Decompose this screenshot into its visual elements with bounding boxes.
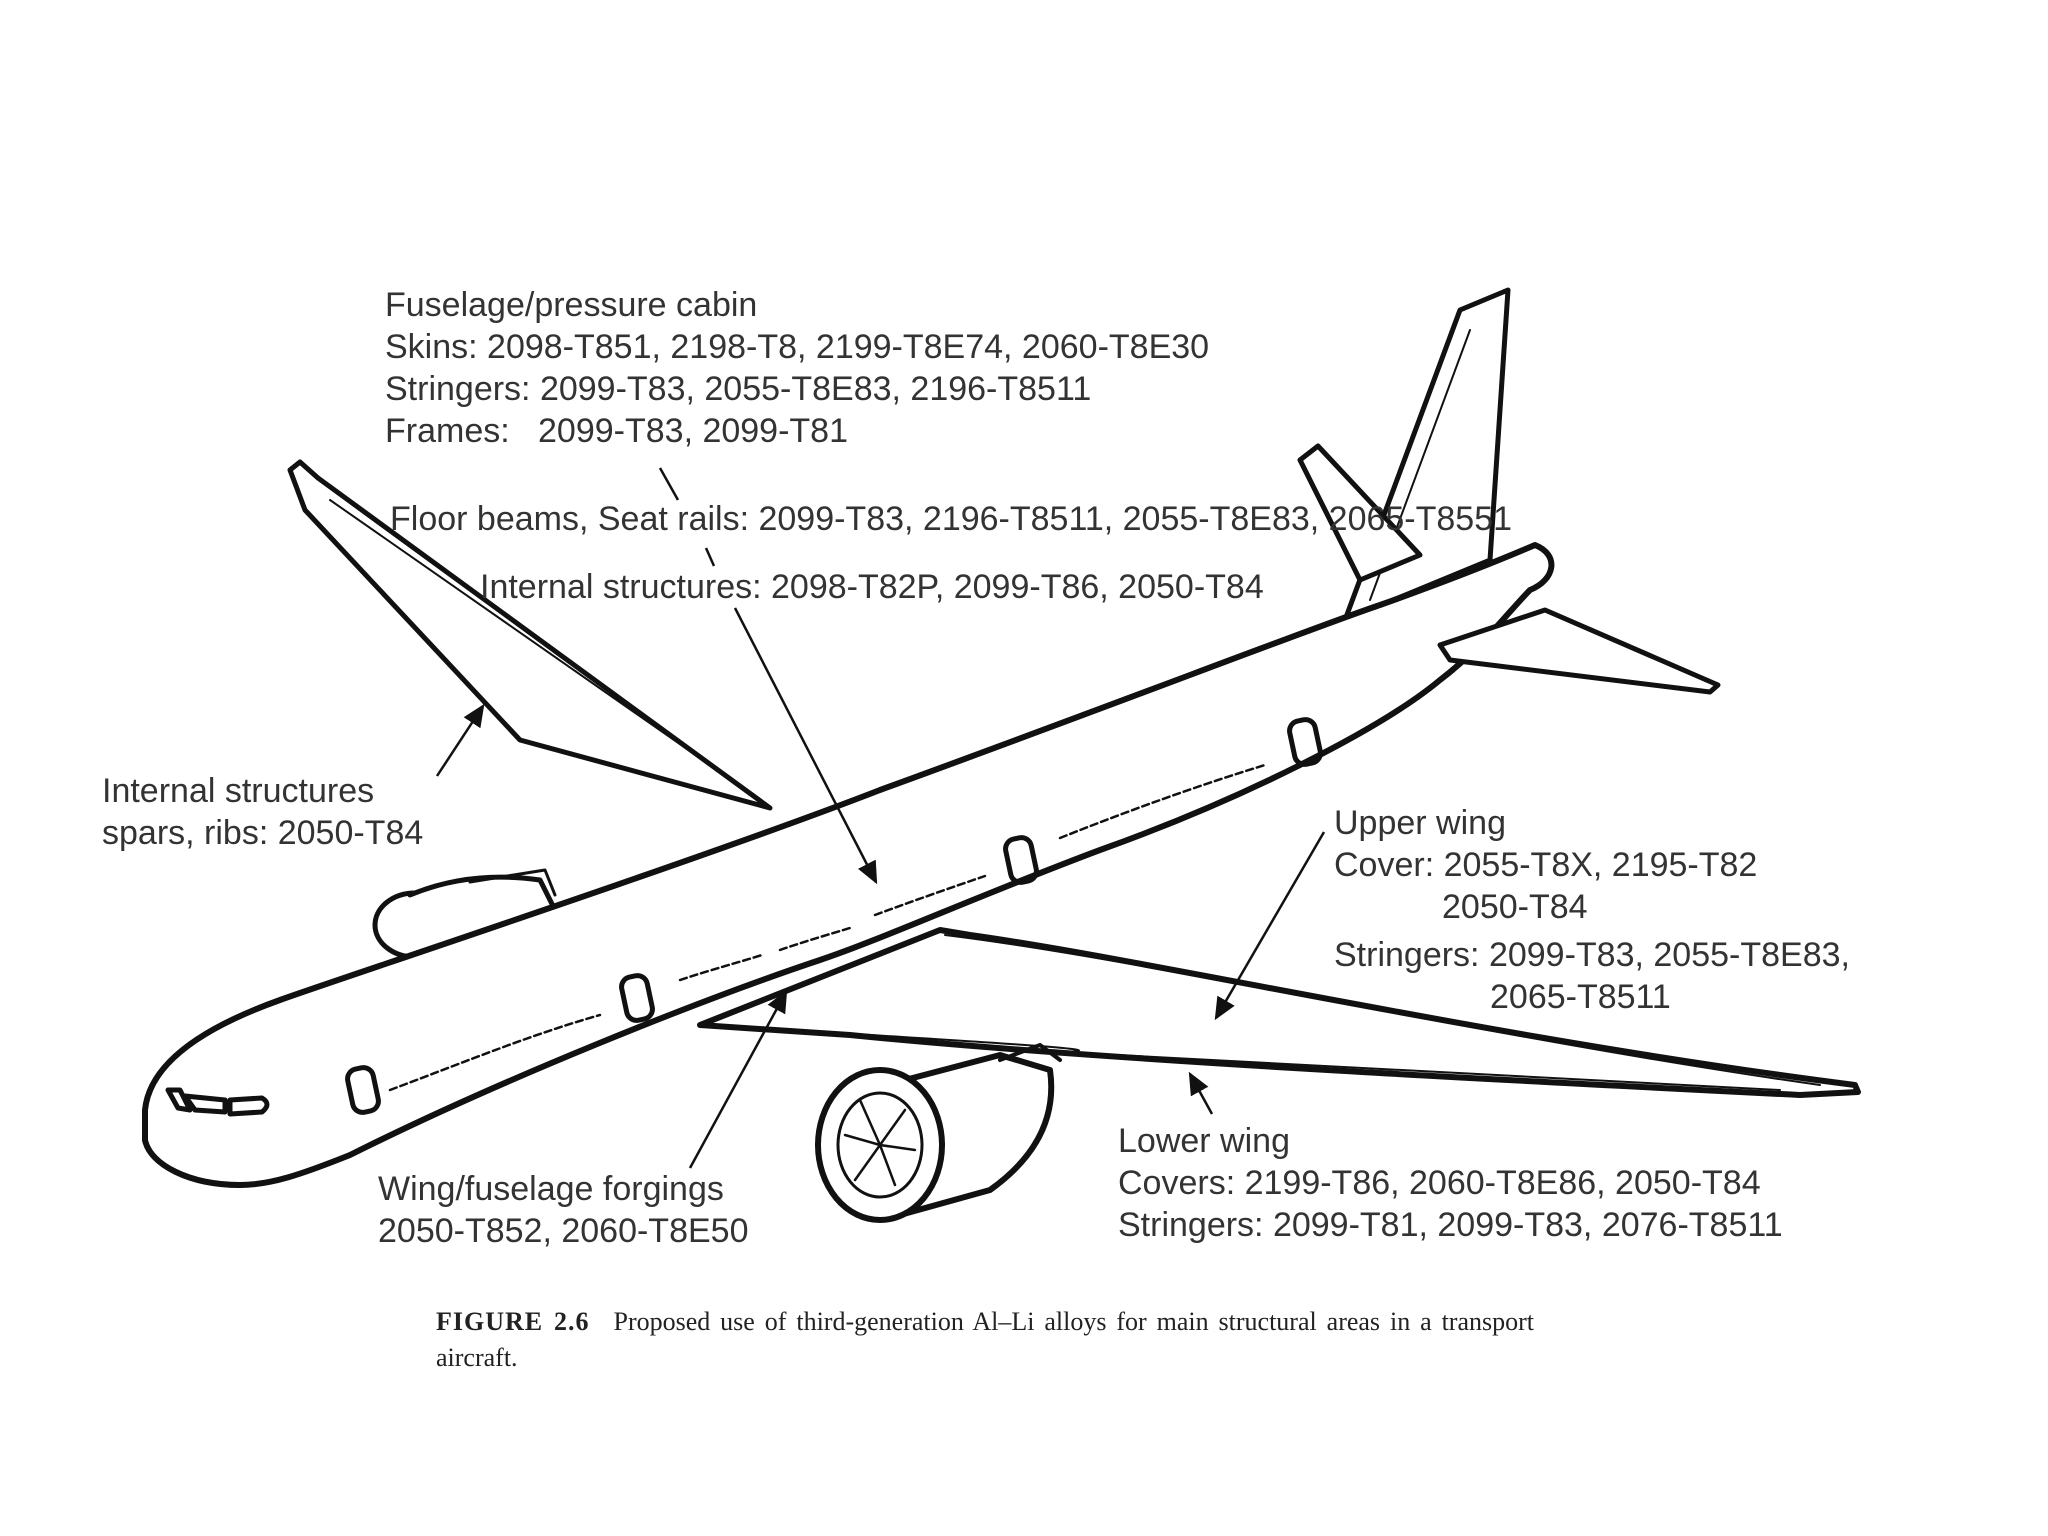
upper-wing-label: Upper wing Cover: 2055-T8X, 2195-T82 205… [1334, 802, 1850, 1018]
caption-text: Proposed use of third-generation Al–Li a… [436, 1307, 1534, 1372]
fuselage-stringers: Stringers: 2099-T83, 2055-T8E83, 2196-T8… [385, 368, 1209, 410]
caption-label: FIGURE 2.6 [436, 1307, 590, 1336]
internal-structures-wing-label: Internal structures spars, ribs: 2050-T8… [102, 770, 423, 854]
fuselage-frames: Frames: 2099-T83, 2099-T81 [385, 410, 1209, 452]
leader-internal-wing [437, 706, 483, 776]
internal-structures-fuselage-label: Internal structures: 2098-T82P, 2099-T86… [480, 566, 1264, 608]
leader-floor-beams [706, 548, 714, 566]
upper-wing-stringers-cont: 2065-T8511 [1334, 976, 1850, 1018]
lower-wing-covers: Covers: 2199-T86, 2060-T8E86, 2050-T84 [1118, 1162, 1783, 1204]
floor-beams-label: Floor beams, Seat rails: 2099-T83, 2196-… [390, 498, 1512, 540]
fuselage-title: Fuselage/pressure cabin [385, 284, 1209, 326]
lower-wing-stringers: Stringers: 2099-T81, 2099-T83, 2076-T851… [1118, 1204, 1783, 1246]
leader-frames [660, 468, 678, 500]
upper-wing-stringers: Stringers: 2099-T83, 2055-T8E83, [1334, 934, 1850, 976]
upper-wing-cover: Cover: 2055-T8X, 2195-T82 [1334, 844, 1850, 886]
fuselage-skins: Skins: 2098-T851, 2198-T8, 2199-T8E74, 2… [385, 326, 1209, 368]
upper-wing-title: Upper wing [1334, 802, 1850, 844]
lower-wing-title: Lower wing [1118, 1120, 1783, 1162]
forgings-alloys: 2050-T852, 2060-T8E50 [378, 1210, 748, 1252]
figure-caption: FIGURE 2.6 Proposed use of third-generat… [436, 1304, 1534, 1376]
lower-wing-label: Lower wing Covers: 2199-T86, 2060-T8E86,… [1118, 1120, 1783, 1246]
upper-wing-cover-cont: 2050-T84 [1334, 886, 1850, 928]
forgings-title: Wing/fuselage forgings [378, 1168, 748, 1210]
internal-wing-line1: Internal structures [102, 770, 423, 812]
far-wing-spar-line [330, 500, 760, 800]
internal-wing-line2: spars, ribs: 2050-T84 [102, 812, 423, 854]
near-engine [818, 1045, 1060, 1220]
forgings-label: Wing/fuselage forgings 2050-T852, 2060-T… [378, 1168, 748, 1252]
leader-lower-wing [1190, 1074, 1212, 1114]
fuselage-label: Fuselage/pressure cabin Skins: 2098-T851… [385, 284, 1209, 452]
